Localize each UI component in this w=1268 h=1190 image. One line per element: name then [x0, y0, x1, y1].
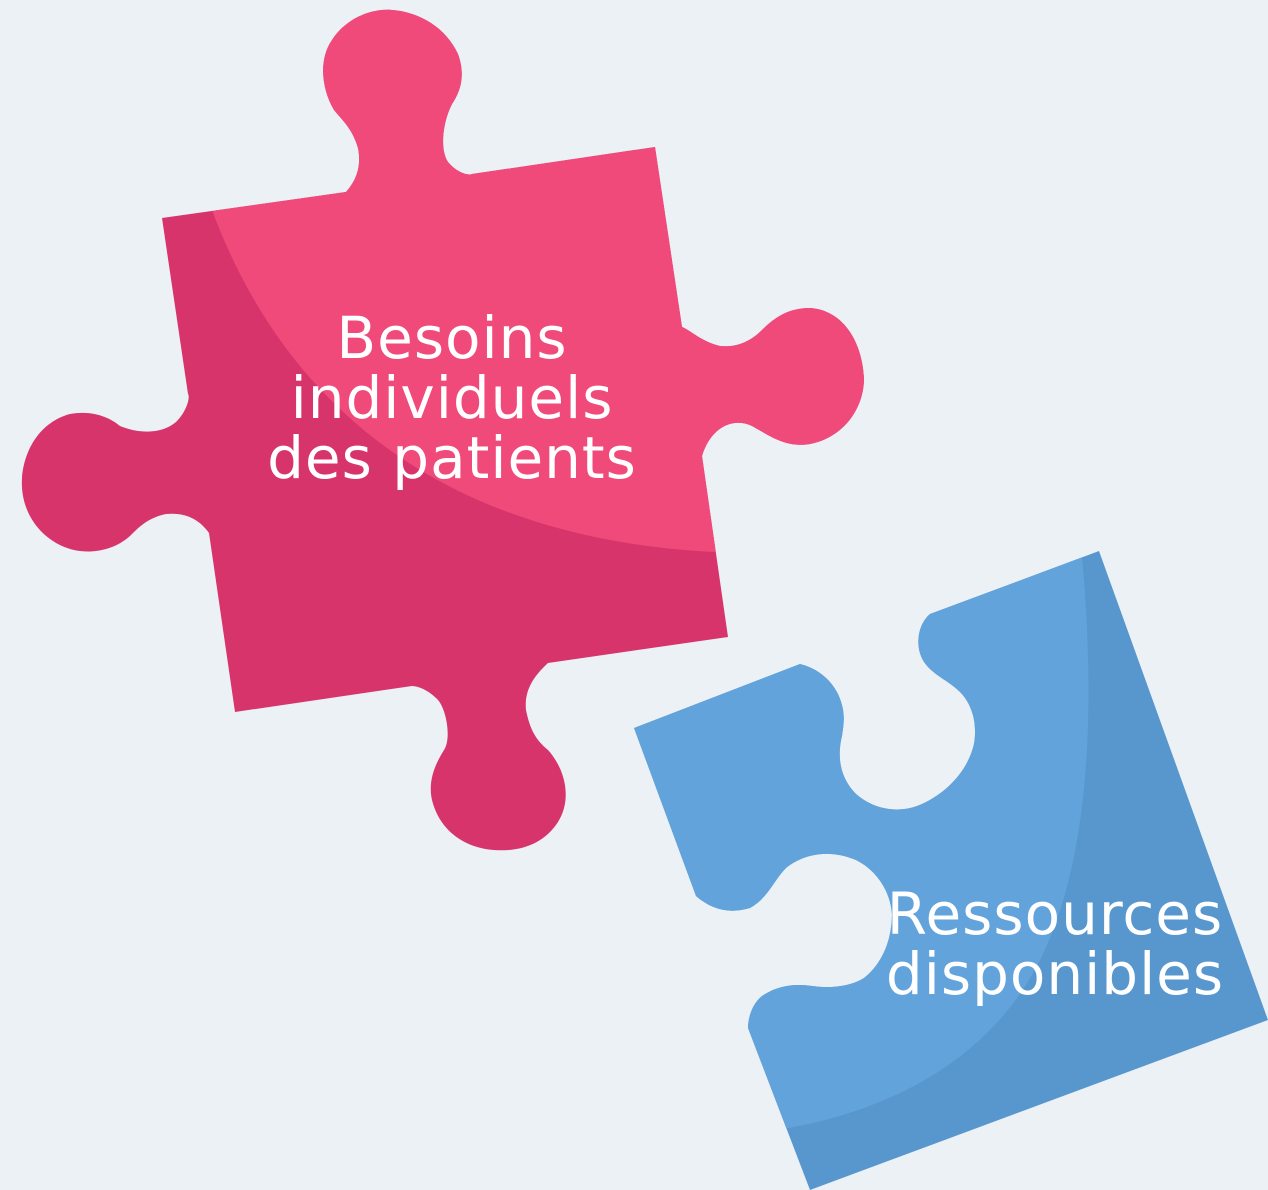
needs-label-line-3: des patients	[267, 424, 637, 492]
needs-label-line-1: Besoins	[336, 304, 568, 372]
resources-label: Ressources disponibles	[886, 884, 1224, 1004]
resources-label-line-2: disponibles	[885, 940, 1225, 1008]
needs-label: Besoins individuels des patients	[267, 308, 637, 488]
needs-label-line-2: individuels	[290, 364, 614, 432]
resources-label-line-1: Ressources	[886, 880, 1224, 948]
